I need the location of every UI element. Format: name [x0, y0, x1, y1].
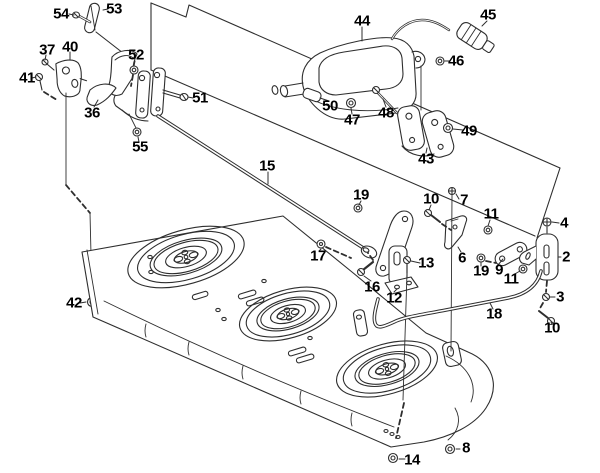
screw-37 — [41, 58, 55, 71]
pivot-arm — [360, 210, 414, 277]
bracket-9 — [494, 241, 528, 267]
nut-11a — [483, 225, 493, 235]
spindle-pulley-3 — [335, 340, 439, 398]
washer-47 — [345, 97, 357, 109]
nut-19a — [353, 203, 363, 213]
bolt-51 — [162, 89, 189, 102]
bolt-48 — [371, 85, 399, 115]
bolt-17 — [316, 239, 326, 249]
mower-deck — [81, 215, 494, 448]
nut-19b — [476, 253, 486, 263]
screw-10b — [538, 310, 556, 326]
lift-rod-18 — [372, 269, 543, 329]
control-box-44 — [271, 37, 426, 120]
screw-7 — [447, 186, 457, 196]
nut-14 — [387, 452, 399, 464]
wire — [390, 18, 451, 41]
nut-55 — [128, 113, 142, 137]
nut-52 — [129, 65, 139, 75]
hinge-bracket-assembly — [113, 67, 166, 122]
frame-panel — [150, 2, 561, 239]
bolt-10a — [423, 208, 441, 223]
bolt-13 — [402, 255, 412, 274]
bolt-3 — [541, 292, 551, 302]
connector-45 — [456, 22, 495, 54]
bracket-43 — [397, 105, 455, 158]
clip-6 — [444, 215, 468, 250]
bolt-16 — [356, 260, 375, 277]
nut-11b — [518, 264, 528, 274]
screw-4 — [542, 217, 552, 234]
nut-46 — [435, 56, 445, 66]
pin-53 — [84, 2, 100, 34]
nut-49 — [442, 122, 454, 134]
spindle-pulley-1 — [127, 225, 245, 289]
bracket-12 — [384, 245, 419, 295]
leader-lines — [31, 8, 562, 460]
deflector-36 — [86, 49, 138, 106]
spindle-pulley-2 — [238, 286, 338, 342]
nut-8 — [444, 443, 456, 455]
bracket-40 — [55, 59, 88, 98]
bolt-41 — [34, 72, 44, 91]
